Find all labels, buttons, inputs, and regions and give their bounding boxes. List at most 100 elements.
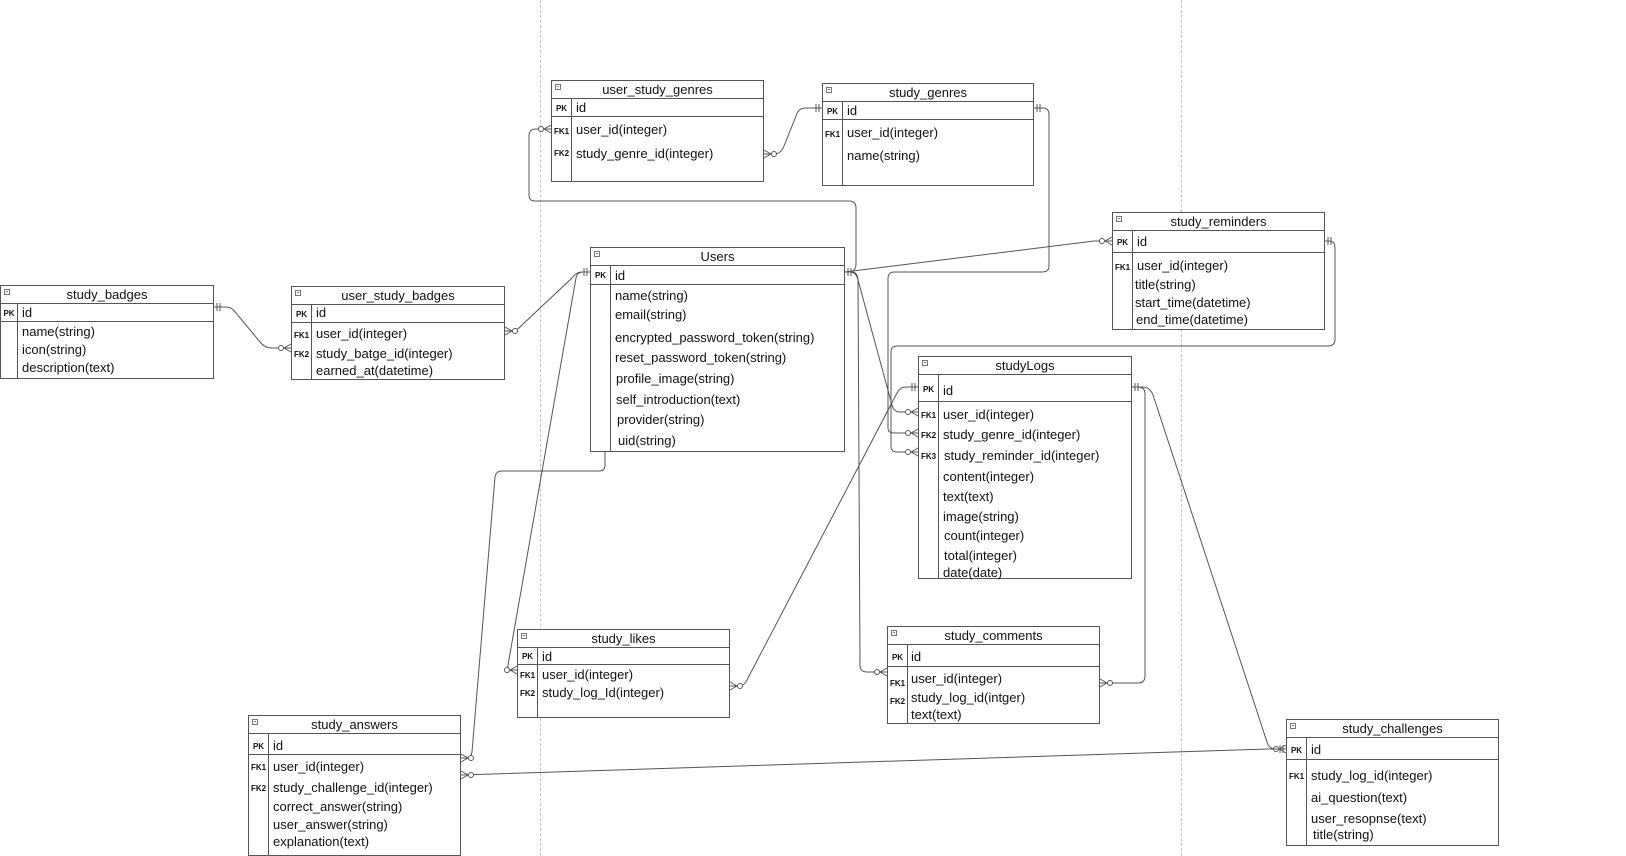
collapse-icon[interactable] [1116,216,1122,222]
field-name: user_id(integer) [576,122,668,137]
table-title: study_likes [591,631,656,646]
collapse-icon[interactable] [594,251,600,257]
table-study-challenges[interactable]: study_challenges PK FK1 id study_log_id(… [1286,719,1499,846]
field-name: id [273,738,284,753]
field-name: earned_at(datetime) [316,363,434,378]
many-marker [910,451,919,457]
zero-marker [1099,238,1105,244]
table-title: Users [700,249,735,264]
field-name: study_log_id(intger) [911,690,1026,705]
zero-marker [538,126,544,132]
table-study-genres[interactable]: study_genres PK FK1 id user_id(integer) … [822,83,1034,186]
field-name: provider(string) [617,412,705,427]
fk-label: FK1 [519,671,536,680]
field-name: user_id(integer) [273,759,365,774]
many-marker [1099,682,1108,688]
fk-label: FK2 [293,350,310,359]
pk-label: PK [1116,238,1129,247]
relationship-line [845,271,887,673]
field-name: ai_question(text) [1311,790,1408,805]
table-title: study_comments [944,628,1043,643]
field-name: encrypted_password_token(string) [615,330,815,345]
zero-marker [771,151,777,157]
field-name: study_batge_id(integer) [316,346,453,361]
collapse-icon[interactable] [4,289,10,295]
collapse-icon[interactable] [826,87,832,93]
fk-label: FK2 [553,149,570,158]
collapse-icon[interactable] [252,719,258,725]
table-title: user_study_badges [341,288,455,303]
field-name: count(integer) [944,528,1025,543]
many-marker [504,326,513,332]
many-marker [504,330,513,336]
collapse-icon[interactable] [521,633,527,639]
table-study-reminders[interactable]: study_reminders PK FK1 id user_id(intege… [1112,212,1325,330]
fk-label: FK2 [250,784,267,793]
field-name: date(date) [943,565,1003,580]
zero-marker [504,667,510,673]
collapse-icon[interactable] [555,84,561,90]
table-user-study-genres[interactable]: user_study_genres PK FK1 FK2 id user_id(… [551,80,764,182]
zero-marker [874,669,880,675]
many-marker [763,149,772,155]
fk-label: FK1 [824,130,841,139]
fk-label: FK2 [889,697,906,706]
pk-label: PK [891,653,904,662]
field-name: name(string) [615,288,688,303]
many-marker [543,128,552,134]
field-name: id [911,649,922,664]
zero-marker [278,345,284,351]
many-marker [763,153,772,159]
field-name: profile_image(string) [616,371,735,386]
field-name: id [1137,234,1148,249]
many-marker [879,671,888,677]
pk-label: PK [295,310,308,319]
field-name: image(string) [943,509,1019,524]
field-name: self_introduction(text) [616,392,741,407]
field-name: name(string) [847,148,920,163]
field-name: icon(string) [22,342,87,357]
fk-label: FK1 [250,763,267,772]
many-marker [1104,236,1113,242]
collapse-icon[interactable] [1290,723,1296,729]
field-name: study_reminder_id(integer) [944,448,1100,463]
field-name: text(text) [911,707,962,722]
many-marker [910,428,919,434]
collapse-icon[interactable] [295,290,301,296]
field-name: study_log_id(integer) [1311,768,1433,783]
pk-label: PK [252,742,265,751]
field-name: id [22,305,33,320]
relationship-line [890,240,1336,453]
field-name: id [943,383,954,398]
table-users[interactable]: Users PK id name(string) email(string) e… [590,247,845,452]
table-study-likes[interactable]: study_likes PK FK1 FK2 id user_id(intege… [517,629,730,718]
many-marker [910,411,919,417]
many-marker [879,667,888,673]
many-marker [460,757,469,763]
collapse-icon[interactable] [922,360,928,366]
table-title: study_reminders [1170,214,1267,229]
collapse-icon[interactable] [891,630,897,636]
table-study-badges[interactable]: study_badges PK id name(string) icon(str… [0,285,214,379]
many-marker [460,770,469,776]
zero-marker [905,409,911,415]
table-study-comments[interactable]: study_comments PK FK1 FK2 id user_id(int… [887,626,1100,724]
table-study-logs[interactable]: studyLogs PK FK1 FK2 FK3 id user_id(inte… [918,356,1132,580]
many-marker [910,407,919,413]
many-marker [509,665,518,671]
field-name: title(string) [1135,277,1196,292]
zero-marker [468,755,474,761]
table-study-answers[interactable]: study_answers PK FK1 FK2 id user_id(inte… [248,715,461,856]
zero-marker [512,328,518,334]
field-name: uid(string) [618,433,676,448]
pk-label: PK [826,107,839,116]
table-user-study-badges[interactable]: user_study_badges PK FK1 FK2 id user_id(… [291,286,505,380]
field-name: content(integer) [943,469,1035,484]
field-name: end_time(datetime) [1136,312,1248,327]
fk-label: FK1 [553,127,570,136]
field-name: start_time(datetime) [1135,295,1251,310]
many-marker [910,447,919,453]
field-name: user_id(integer) [911,671,1003,686]
